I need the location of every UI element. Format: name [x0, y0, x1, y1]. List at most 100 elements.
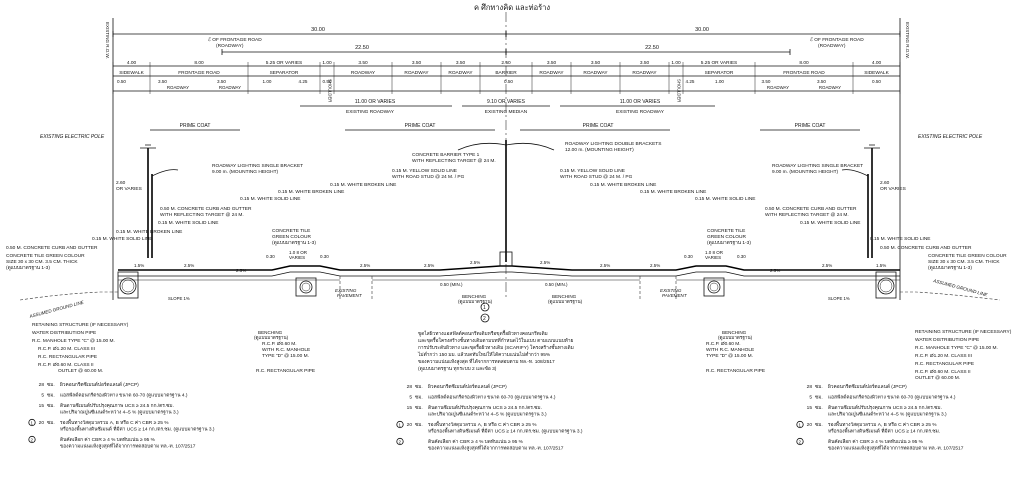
- dim-total-left: 30.00: [311, 27, 325, 33]
- pct-15-left: 1.5%: [134, 263, 144, 268]
- sub-width-0: 0.50: [117, 79, 126, 84]
- legendR-callout-num-3: 1: [799, 423, 802, 428]
- rcp-120-left: R.C.P. Ø1.20 M. CLASS III: [38, 346, 95, 352]
- legendC-thk-1: 5: [409, 395, 412, 401]
- legendR-thk-3: 20: [807, 422, 813, 428]
- prime-coat-3: PRIME COAT: [583, 123, 614, 129]
- sub-width-5: 0.50: [323, 79, 332, 84]
- center-note-line-1: และขุดรื้อโครงสร้างชั้นทางเดิมตามบทที่กำ…: [418, 336, 574, 344]
- water-pipe-left: WATER DISTRIBUTION PIPE: [32, 330, 96, 336]
- legendC-unit-3: ซม.: [415, 422, 423, 428]
- legendC-callout-4: [396, 437, 404, 446]
- svg-text:(ROADWAY): (ROADWAY): [818, 43, 846, 49]
- center-note-line-4: ของความแน่นแห้งสูงสุด ที่ได้จากการทดสอบต…: [418, 358, 555, 365]
- lane-width-7: 2.50: [501, 60, 511, 66]
- legendR-text-3-1: หรือรองพื้นทางดินซีเมนต์ ที่มีค่า UCS ≥ …: [828, 427, 940, 435]
- legendR-unit-1: ซม.: [815, 395, 823, 401]
- broken-line-5: 0.15 M. WHITE BROKEN LINE: [116, 229, 182, 235]
- legendC-text-1-0: แอสฟัลต์คอนกรีตรองผิวทาง ขนาด 60-70 (ดูแ…: [428, 394, 556, 401]
- retaining-right: RETAINING STRUCTURE (IF NECESSARY): [915, 329, 1012, 335]
- curb-gutter-plain-left: 0.50 M. CONCRETE CURB AND GUTTER: [6, 245, 98, 251]
- existing-roadway-left: EXISTING ROADWAY: [346, 109, 395, 115]
- legendC-text-3-0: รองพื้นทางวัสดุมวลรวม A, B หรือ C ค่า CB…: [428, 420, 537, 428]
- lane-width-4: 3.50: [358, 60, 368, 66]
- benching-right: BENCHING(ดูแบบมาตรฐาน): [548, 294, 583, 305]
- legendC-text-3-1: หรือรองพื้นทางดินซีเมนต์ ที่มีค่า UCS ≥ …: [428, 427, 583, 435]
- rc-rect-pipe-left: R.C. RECTANGULAR PIPE: [256, 368, 315, 374]
- lane-name-12: SEPARATOR: [705, 70, 734, 76]
- callout-2-marker: [480, 313, 490, 323]
- lane-width-0: 4.00: [127, 60, 137, 66]
- legendC-unit-0: ซม.: [415, 384, 423, 390]
- lane-width-3: 1.00: [322, 60, 332, 66]
- pct-25-r1: 2.5%: [770, 268, 780, 273]
- benching-left: BENCHING(ดูแบบมาตรฐาน): [458, 294, 493, 305]
- legendR-unit-0: ซม.: [815, 384, 823, 390]
- lane-width-14: 4.00: [872, 60, 882, 66]
- sub-width-8: 1.00: [715, 79, 724, 84]
- legendC-unit-2: ซม.: [415, 405, 423, 411]
- lane-width-12: 5.25 OR VARIES: [701, 60, 737, 66]
- drainage-left: [117, 271, 317, 299]
- legendR-thk-2: 15: [807, 405, 813, 411]
- broken-line-2: 0.15 M. WHITE BROKEN LINE: [590, 182, 656, 188]
- legendR-text-2-0: ดินดานซีเมนต์ปรับปรุงคุณภาพ UCS ≥ 24.5 ก…: [828, 404, 942, 411]
- lane-name-9: ROADWAY: [583, 70, 608, 76]
- lane-width-5: 3.50: [412, 60, 422, 66]
- dim-half-right: 22.50: [645, 45, 659, 51]
- sub-width-7: 4.25: [686, 79, 695, 84]
- legendR-text-2-1: และปริมาณปูนซีเมนต์ระหว่าง 4–5 % (ดูแบบม…: [828, 411, 947, 418]
- center-note-line-0: ขูดไสผิวทางแอสฟัลต์คอนกรีตเดิมหรือขุดรื้…: [418, 329, 548, 337]
- lane-width-2: 5.25 OR VARIES: [266, 60, 302, 66]
- depth-left: 0.50 (MIN.): [440, 282, 463, 287]
- sub-width-9: 3.50: [762, 79, 771, 84]
- pct-25-r2: 2.5%: [822, 263, 832, 268]
- legendC-unit-1: ซม.: [415, 395, 423, 401]
- electric-pole-left: EXISTING ELECTRIC POLE: [40, 134, 105, 140]
- center-note: ขูดไสผิวทางแอสฟัลต์คอนกรีตเดิมหรือขุดรื้…: [417, 329, 574, 372]
- callout-2-text: 2: [483, 316, 486, 322]
- prime-coat-4: PRIME COAT: [795, 123, 826, 129]
- ground-line-right-label: ASSUMED GROUND LINE: [932, 278, 989, 298]
- legendR-text-3-0: รองพื้นทางวัสดุมวลรวม A, B หรือ C ค่า CB…: [828, 420, 937, 428]
- pct-25-left2: 2.5%: [236, 268, 246, 273]
- frontage-left-label: ℰ OF FRONTAGE ROAD(ROADWAY): [208, 37, 262, 49]
- dim-030-left: 0.30: [266, 254, 275, 259]
- ground-line-right: [900, 291, 1001, 301]
- legendL-thk-3: 20: [39, 420, 45, 426]
- sub-lane-name-1: ROADWAY: [219, 85, 241, 90]
- benching-right2: BENCHING(ดูแบบมาตรฐาน): [718, 330, 753, 341]
- pct-25-c3: 2.5%: [470, 260, 480, 265]
- white-solid-5: 0.15 M. WHITE SOLID LINE: [92, 236, 153, 242]
- legendL-thk-1: 5: [41, 393, 44, 399]
- legendR-text-4-0: ดินคัดเลือก ค่า CBR ≥ 4 % บดทับแน่น ≥ 95…: [828, 438, 924, 445]
- lane-width-8: 3.50: [547, 60, 557, 66]
- legendL-text-3-0: รองพื้นทางวัสดุมวลรวม A, B หรือ C ค่า CB…: [60, 418, 169, 426]
- svg-text:(ROADWAY): (ROADWAY): [216, 43, 244, 49]
- lane-name-4: ROADWAY: [351, 70, 376, 76]
- legendC-callout-num-4: 2: [399, 440, 402, 445]
- legendC-text-4-0: ดินคัดเลือก ค่า CBR ≥ 4 % บดทับแน่น ≥ 95…: [428, 438, 524, 445]
- legendR-unit-2: ซม.: [815, 405, 823, 411]
- pct-25-c4: 2.5%: [540, 260, 550, 265]
- white-solid-4: 0.15 M. WHITE SOLID LINE: [800, 220, 861, 226]
- dim-half-left: 22.50: [355, 45, 369, 51]
- broken-line-4: 0.15 M. WHITE BROKEN LINE: [640, 189, 706, 195]
- legendL-unit-1: ซม.: [47, 393, 55, 399]
- lane-width-13: 8.00: [799, 60, 809, 66]
- svg-text:ℰ OF FRONTAGE ROAD: ℰ OF FRONTAGE ROAD: [208, 37, 262, 43]
- lamp-arm-right: [505, 142, 555, 151]
- legendC-text-2-0: ดินดานซีเมนต์ปรับปรุงคุณภาพ UCS ≥ 24.5 ก…: [428, 404, 542, 411]
- callout-1-marker: [480, 302, 490, 312]
- broken-line-3: 0.15 M. WHITE BROKEN LINE: [278, 189, 344, 195]
- prime-coat-2: PRIME COAT: [405, 123, 436, 129]
- legendL-unit-3: ซม.: [47, 420, 55, 426]
- retaining-left: RETAINING STRUCTURE (IF NECESSARY): [32, 322, 129, 328]
